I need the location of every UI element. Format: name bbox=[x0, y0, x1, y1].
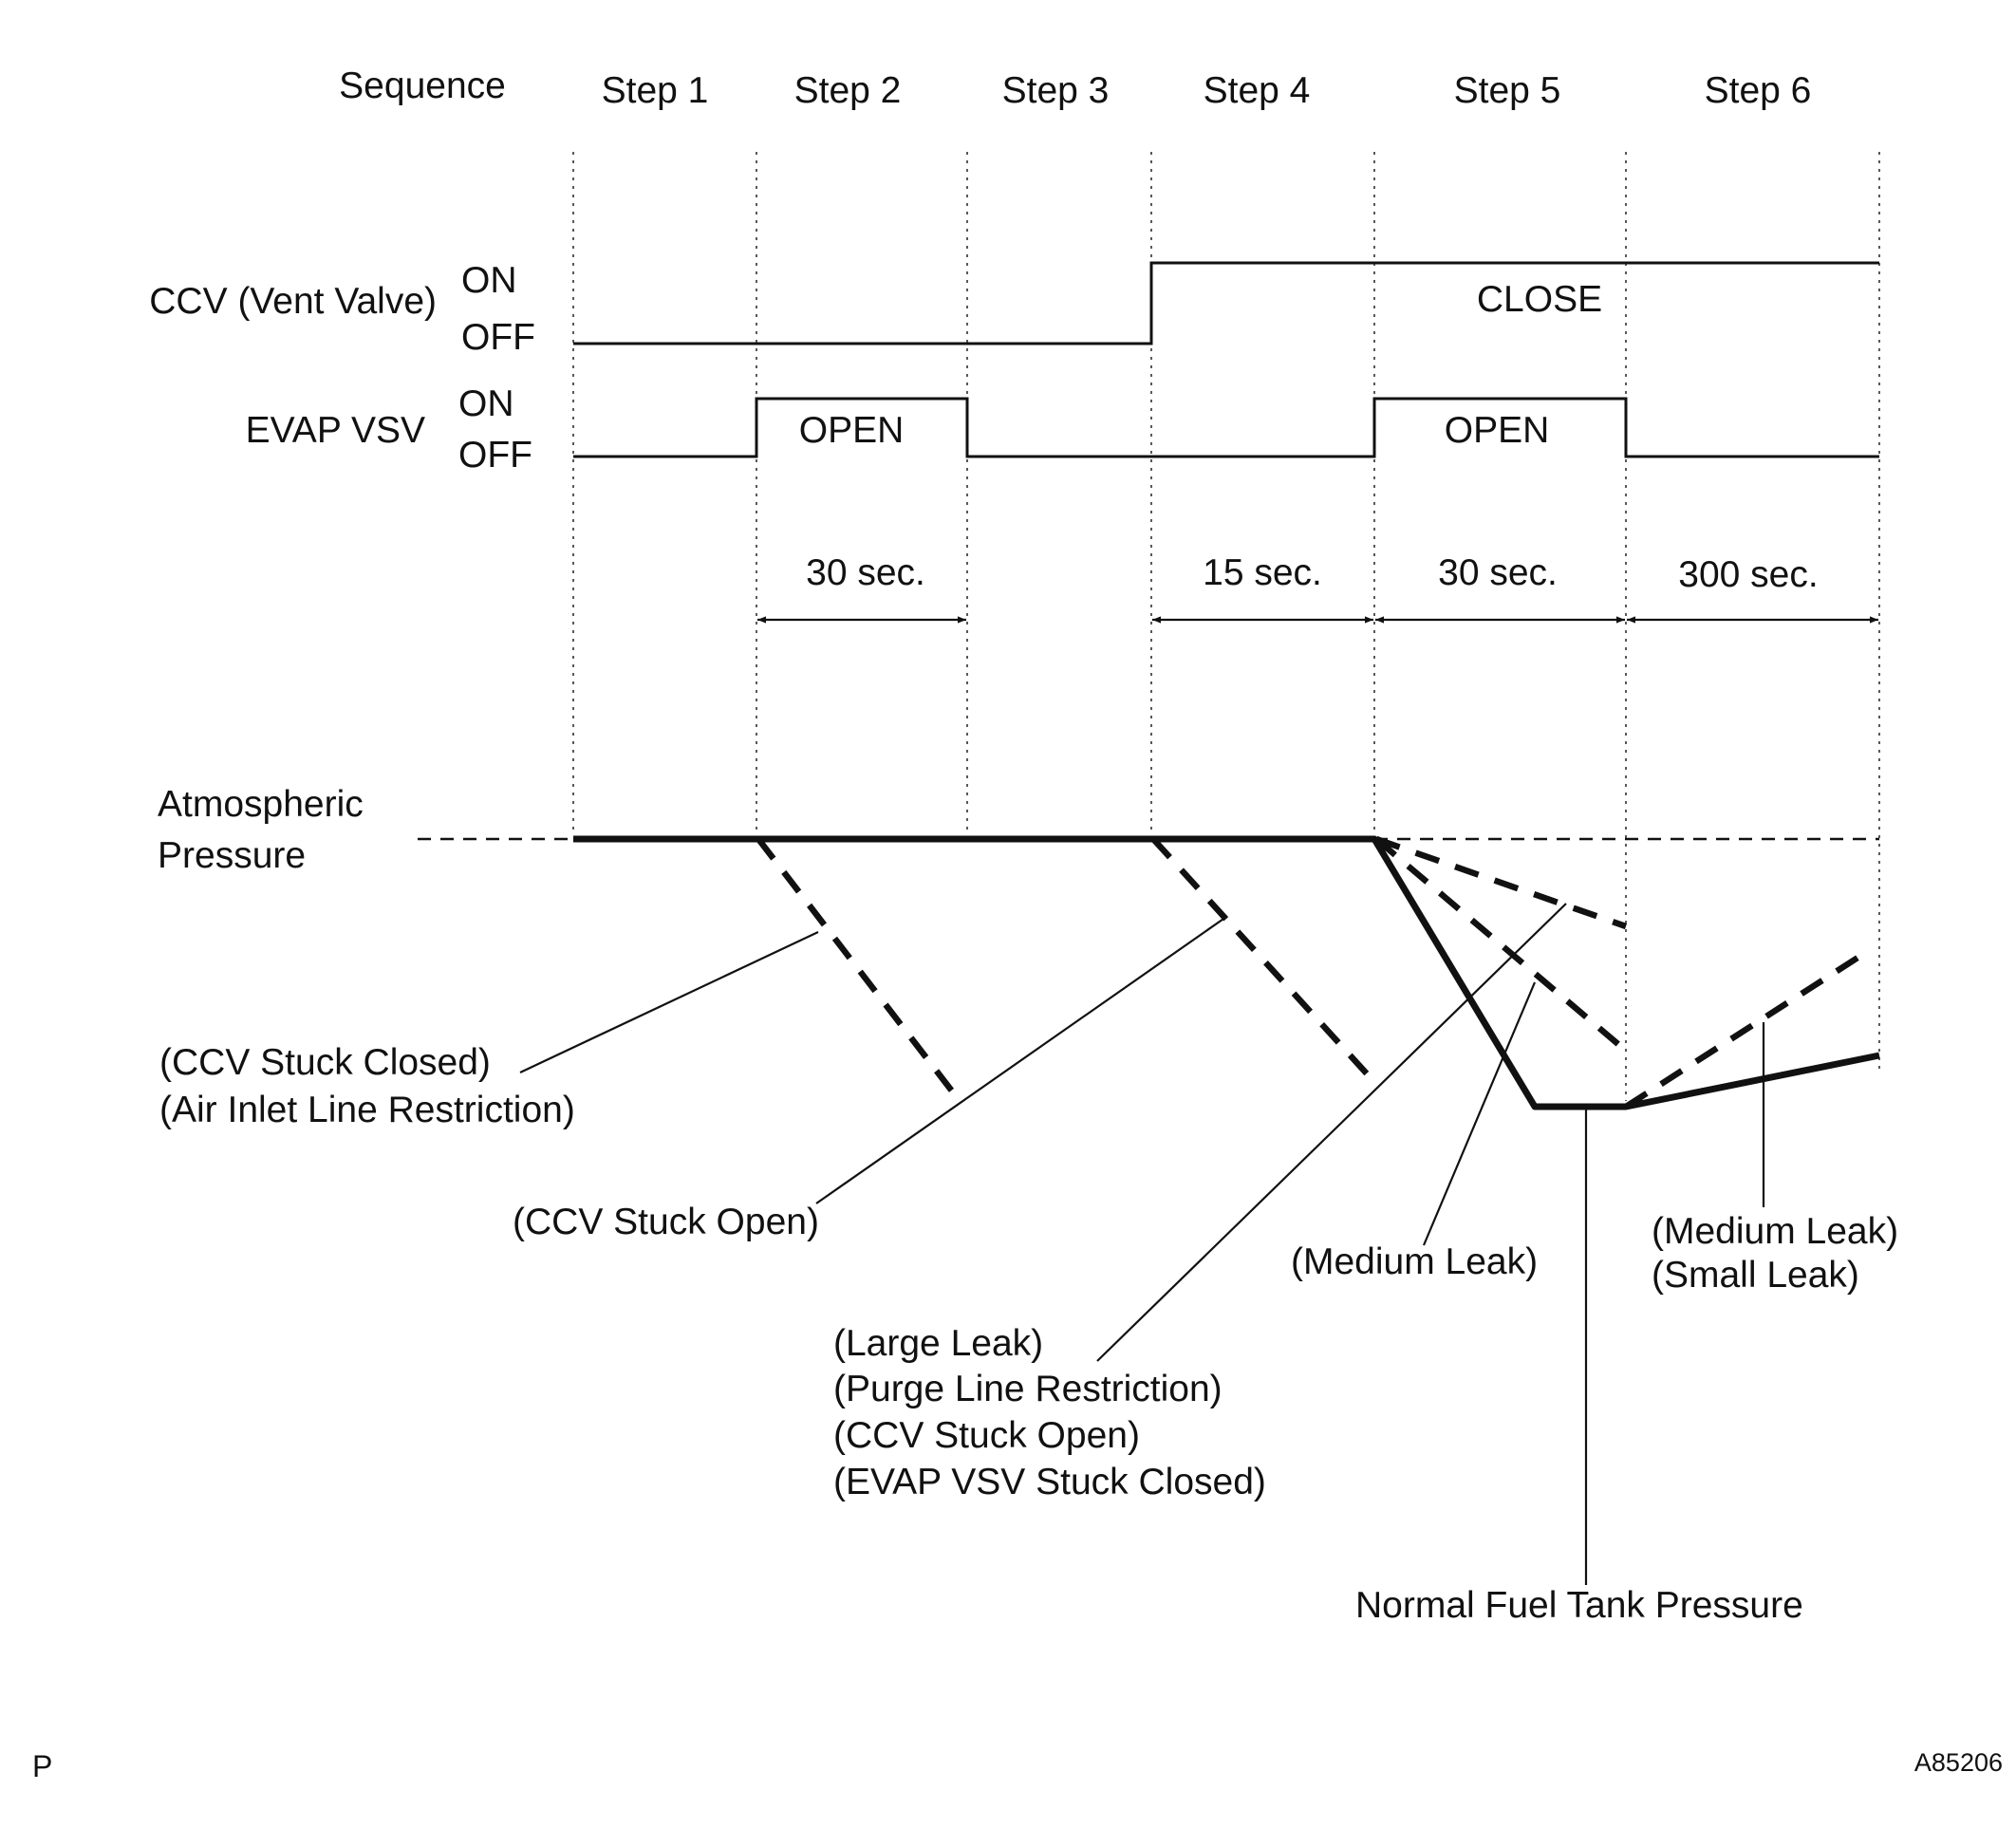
atmospheric-label-line1: Atmospheric bbox=[158, 784, 364, 825]
footer: P A85206 bbox=[32, 1748, 2003, 1783]
ccv-signal-row: CCV (Vent Valve) ON OFF CLOSE bbox=[149, 260, 1879, 358]
step-dividers bbox=[572, 152, 1880, 1101]
ccv-close-label: CLOSE bbox=[1477, 279, 1602, 320]
step-6-label: Step 6 bbox=[1705, 70, 1812, 111]
step-3-label: Step 3 bbox=[1002, 70, 1110, 111]
leader-ccv-stuck-open bbox=[815, 916, 1227, 1204]
leader-medium-leak bbox=[1422, 981, 1537, 1246]
sequence-header: Sequence Step 1 Step 2 Step 3 Step 4 Ste… bbox=[339, 65, 1811, 111]
atmospheric-label-line2: Pressure bbox=[158, 835, 306, 876]
air-inlet-restriction-label: (Air Inlet Line Restriction) bbox=[159, 1090, 575, 1130]
medium-leak-label-2: (Medium Leak) bbox=[1652, 1211, 1898, 1252]
normal-fuel-tank-pressure-label: Normal Fuel Tank Pressure bbox=[1355, 1585, 1803, 1626]
small-leak-label: (Small Leak) bbox=[1652, 1255, 1859, 1296]
step-2-label: Step 2 bbox=[794, 70, 902, 111]
ccv-waveform bbox=[573, 261, 1879, 345]
step-1-label: Step 1 bbox=[602, 70, 709, 111]
duration-step-4: 15 sec. bbox=[1203, 552, 1322, 593]
annotations: (CCV Stuck Closed) (Air Inlet Line Restr… bbox=[159, 1042, 1898, 1626]
medium-small-leak-recovery-curve bbox=[1624, 950, 1867, 1110]
ccv-stuck-open-curve bbox=[1150, 836, 1377, 1085]
sequence-label: Sequence bbox=[339, 65, 506, 106]
pressure-plot: Atmospheric Pressure bbox=[158, 784, 1880, 1585]
duration-step-2: 30 sec. bbox=[806, 552, 925, 593]
ccv-off-label: OFF bbox=[461, 317, 535, 358]
evap-vsv-on-label: ON bbox=[458, 383, 514, 424]
large-leak-label: (Large Leak) bbox=[833, 1323, 1043, 1364]
medium-leak-label: (Medium Leak) bbox=[1291, 1241, 1538, 1282]
evap-vsv-open-label-1: OPEN bbox=[799, 410, 905, 451]
evap-vsv-signal-row: EVAP VSV ON OFF OPEN OPEN bbox=[246, 383, 1879, 476]
evap-vsv-off-label: OFF bbox=[458, 435, 532, 476]
large-leak-curve bbox=[1374, 835, 1628, 930]
ccv-on-label: ON bbox=[461, 260, 517, 301]
normal-pressure-curve bbox=[573, 835, 1880, 1110]
evap-vsv-open-label-2: OPEN bbox=[1445, 410, 1550, 451]
ccv-stuck-open-label-2: (CCV Stuck Open) bbox=[833, 1415, 1140, 1456]
figure-id: A85206 bbox=[1914, 1748, 2003, 1777]
evap-vsv-waveform bbox=[573, 397, 1879, 458]
ccv-stuck-closed-label: (CCV Stuck Closed) bbox=[159, 1042, 491, 1083]
leader-large-leak bbox=[1096, 903, 1567, 1362]
purge-line-restriction-label: (Purge Line Restriction) bbox=[833, 1369, 1223, 1409]
duration-dimensions: 30 sec. 15 sec. 30 sec. 300 sec. bbox=[757, 552, 1878, 624]
evap-vsv-name-label: EVAP VSV bbox=[246, 410, 425, 451]
step-4-label: Step 4 bbox=[1204, 70, 1311, 111]
page-mark-p: P bbox=[32, 1749, 52, 1783]
medium-leak-curve bbox=[1373, 836, 1629, 1054]
evap-vsv-stuck-closed-label: (EVAP VSV Stuck Closed) bbox=[833, 1462, 1266, 1502]
leader-ccv-stuck-closed bbox=[519, 931, 819, 1073]
ccv-stuck-closed-curve bbox=[756, 837, 962, 1103]
duration-step-6: 300 sec. bbox=[1678, 554, 1818, 595]
ccv-name-label: CCV (Vent Valve) bbox=[149, 281, 437, 322]
duration-step-5: 30 sec. bbox=[1438, 552, 1558, 593]
step-5-label: Step 5 bbox=[1454, 70, 1561, 111]
ccv-stuck-open-label: (CCV Stuck Open) bbox=[513, 1202, 819, 1242]
